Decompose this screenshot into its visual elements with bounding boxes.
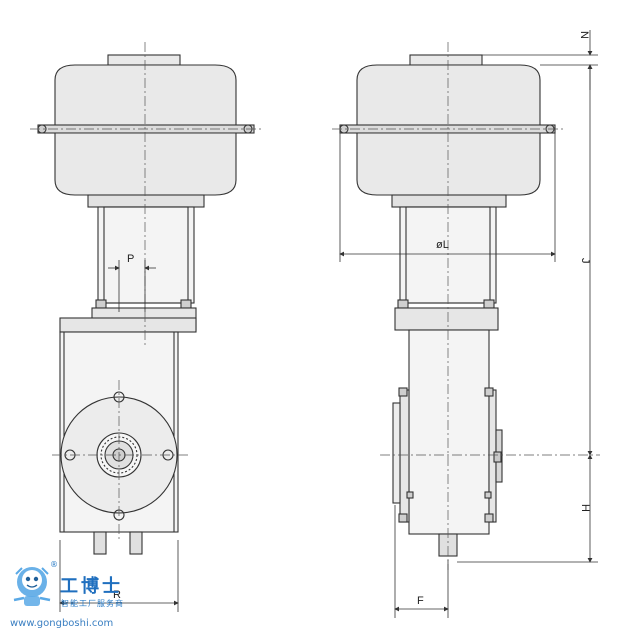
watermark-logo: ® 工博士 智能工厂服务商 www.gongboshi.com	[10, 560, 124, 629]
dim-phi-L	[339, 133, 556, 262]
dim-R-label: R	[113, 589, 121, 601]
side-mount-plate	[394, 307, 499, 331]
side-left-plate	[399, 389, 410, 523]
dim-R	[59, 540, 179, 612]
side-view	[339, 54, 556, 557]
dim-F	[394, 505, 449, 618]
registered-mark: ®	[50, 560, 58, 569]
front-yoke	[97, 206, 195, 304]
dim-F-label: F	[417, 595, 424, 607]
front-yoke-inner	[103, 206, 189, 304]
front-upper-dome	[54, 64, 237, 126]
front-pin-left	[93, 531, 107, 555]
brand-slogan: 智能工厂服务商	[61, 598, 124, 608]
side-neck-plate	[391, 194, 507, 208]
front-view	[37, 54, 255, 555]
side-lower-dome	[356, 132, 541, 196]
side-upper-dome	[356, 64, 541, 126]
front-pin-right	[129, 531, 143, 555]
brand-url: www.gongboshi.com	[10, 618, 113, 629]
robot-mascot-icon	[13, 567, 51, 606]
side-gearbox-body	[408, 329, 490, 535]
dim-J-label: J	[579, 258, 591, 264]
dim-N-label: N	[578, 31, 590, 39]
front-lower-dome	[54, 132, 237, 196]
dim-P-label: P	[127, 253, 134, 265]
dim-phi-L-label: øL	[436, 239, 449, 251]
side-top-cap	[409, 54, 483, 66]
dim-P	[108, 260, 156, 312]
front-top-cap	[107, 54, 181, 66]
side-centerlines	[332, 42, 600, 570]
brand-name: 工博士	[60, 575, 123, 597]
dim-H-label: H	[579, 504, 591, 512]
dim-H	[457, 454, 598, 563]
front-neck-plate	[87, 194, 205, 208]
